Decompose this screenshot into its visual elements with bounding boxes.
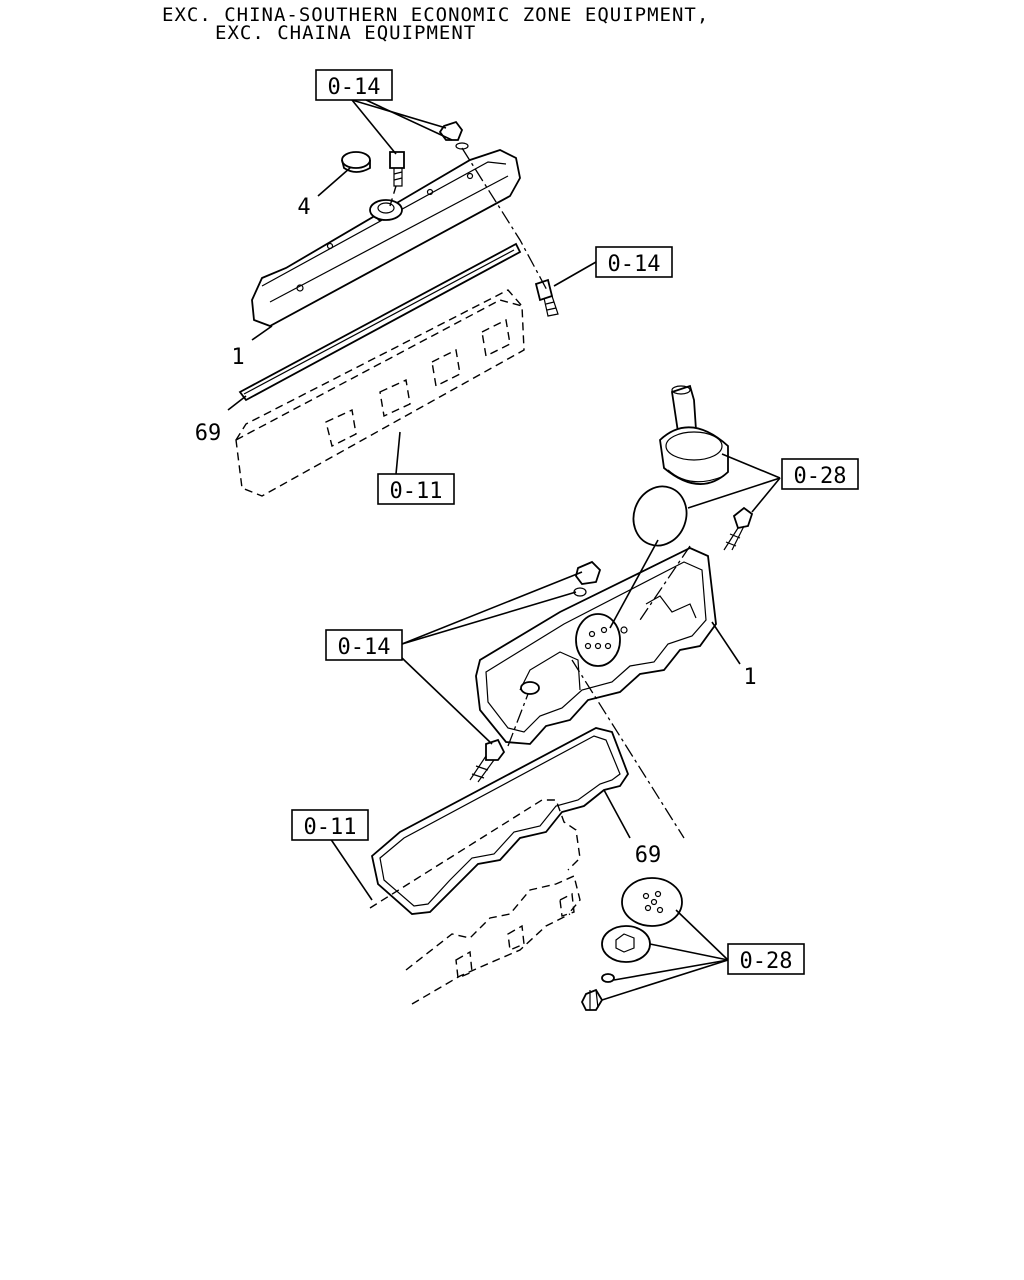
callout-bottom-breather: 0-28 (794, 464, 847, 489)
breather-assembly (659, 384, 729, 485)
part-number-bottom-cover: 1 (743, 665, 756, 690)
leader-bottom-nut (401, 571, 583, 645)
bottom-valve-cover-gasket (371, 727, 630, 915)
leader-baffle-washer (613, 959, 729, 981)
callout-bottom-head: 0-11 (304, 815, 357, 840)
header-line-1: EXC. CHINA-SOUTHERN ECONOMIC ZONE EQUIPM… (162, 4, 710, 26)
bottom-centre-line-bolt (507, 693, 529, 747)
callout-box-bottom-breather (781, 458, 859, 490)
bottom-cover-bolt (469, 738, 506, 783)
part-number-bottom-gasket: 69 (635, 843, 662, 868)
callout-top-head: 0-11 (390, 479, 443, 504)
callout-box-bottom-baffle (727, 943, 805, 975)
leader-bottom-washer (401, 591, 577, 645)
leader-baffle-screw (601, 959, 729, 1001)
oil-filler-cap (341, 151, 371, 173)
callout-box-bottom-head (291, 809, 369, 841)
callout-top-bolt: 0-14 (328, 75, 381, 100)
bottom-centre-line-breather (639, 545, 691, 621)
callout-bottom-baffle: 0-28 (740, 949, 793, 974)
top-cover-nut (438, 120, 469, 150)
top-cylinder-head (235, 289, 525, 497)
leader-top-washer (365, 99, 453, 141)
baffle-plate (621, 877, 683, 927)
header-line-2: EXC. CHAINA EQUIPMENT (215, 22, 477, 44)
top-bolt-guide (389, 185, 397, 207)
leader-baffle-plate (675, 909, 729, 961)
top-valve-cover (251, 149, 521, 327)
top-stud-bolt (534, 278, 559, 317)
breather-bolt (723, 506, 754, 551)
bottom-centre-line-baffle (571, 659, 685, 839)
leader-breather (721, 453, 781, 479)
leader-top-head (395, 431, 401, 475)
top-centre-line (461, 147, 549, 293)
leader-top-bolt (351, 99, 397, 155)
bottom-cover-nut (573, 560, 602, 597)
leader-top-cover (251, 325, 273, 341)
callout-top-stud: 0-14 (608, 252, 661, 277)
baffle-washer (601, 973, 615, 983)
baffle-spacer (601, 925, 651, 963)
leader-o-ring (687, 477, 781, 509)
leader-o-ring-seat (609, 539, 659, 629)
leader-bottom-head (329, 837, 373, 901)
callout-bottom-bolts: 0-14 (338, 635, 391, 660)
leader-bottom-gasket (603, 789, 631, 839)
leader-bottom-cover (711, 621, 741, 665)
part-number-top-cap: 4 (297, 195, 310, 220)
part-number-top-cover: 1 (231, 345, 244, 370)
top-cover-bolt (389, 151, 405, 187)
leader-top-gasket (227, 395, 247, 411)
bottom-cylinder-head (369, 799, 581, 1005)
leader-baffle-spacer (649, 943, 729, 961)
baffle-screw (580, 988, 604, 1011)
leader-breather-bolt (751, 477, 781, 513)
leader-top-stud (553, 261, 597, 287)
callout-box-top-stud (595, 246, 673, 278)
leader-cap (317, 167, 351, 197)
breather-o-ring (632, 485, 688, 547)
leader-top-nut (351, 99, 447, 129)
part-number-top-gasket: 69 (195, 421, 222, 446)
leader-bottom-bolt (401, 657, 493, 745)
callout-box-top-bolt (315, 69, 393, 101)
callout-box-bottom-bolts (325, 629, 403, 661)
callout-box-top-head (377, 473, 455, 505)
